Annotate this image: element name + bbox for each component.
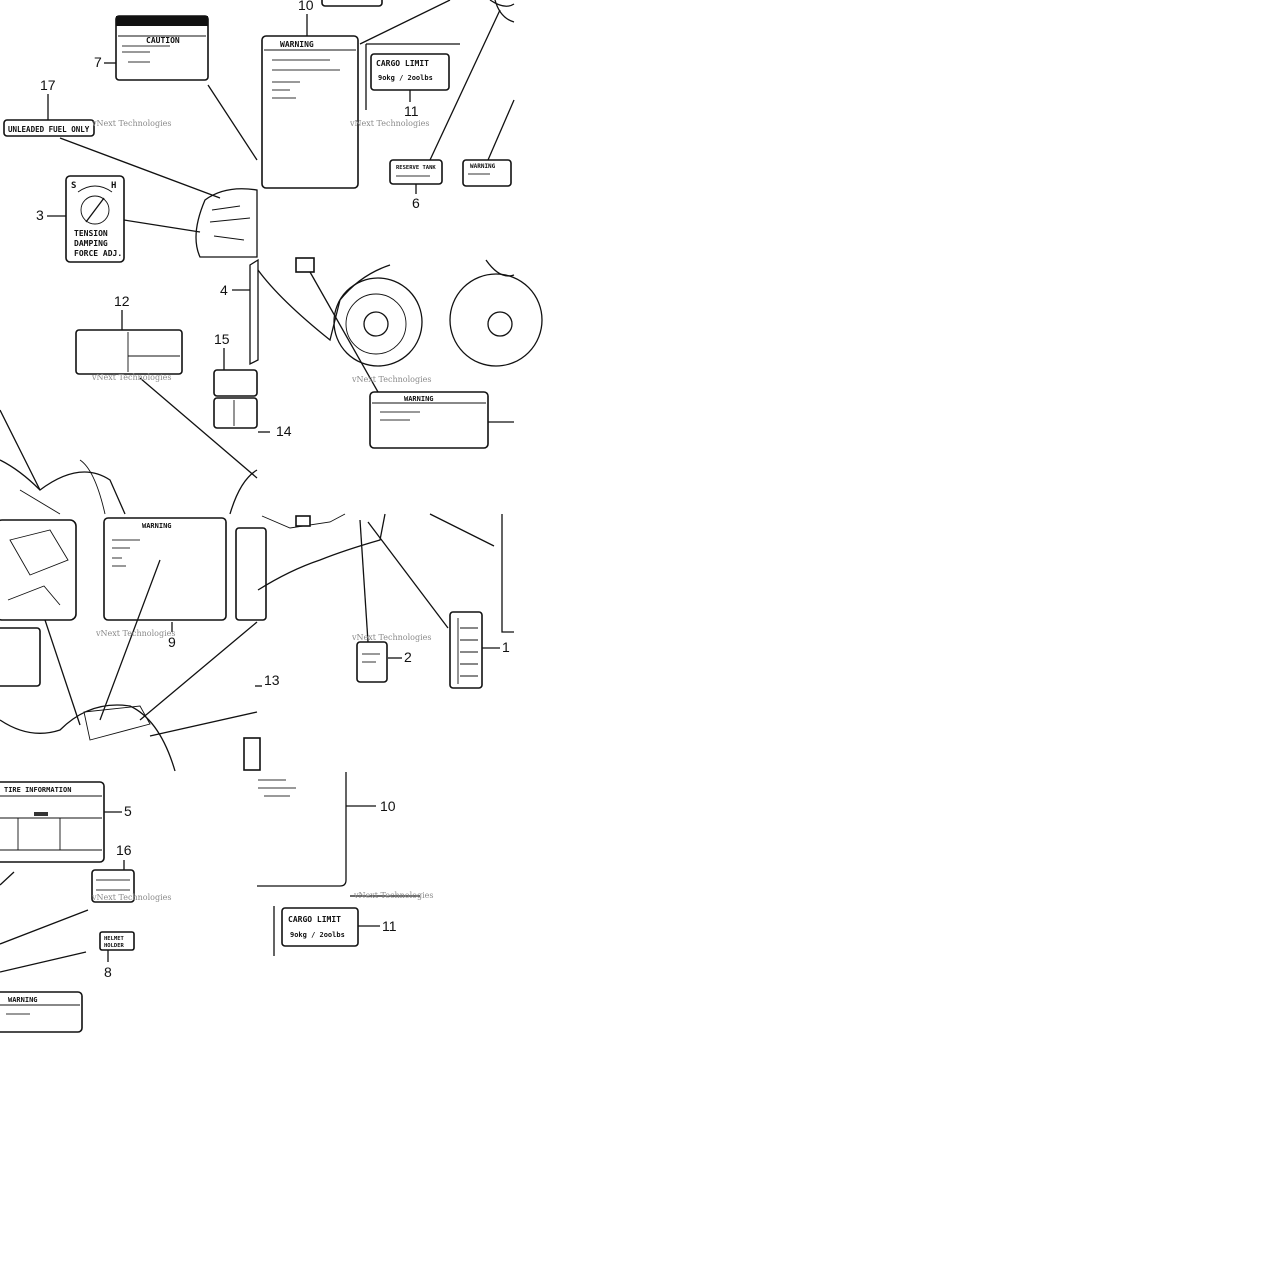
callout-5: 5 [124,803,132,819]
helmet-text: HELMET [104,936,125,942]
dial-s-text: S [71,181,76,191]
reserve-tank-text: RESERVE TANK [396,165,436,171]
callout-15: 15 [214,331,230,347]
callout-11b: 11 [382,918,397,934]
callout-17: 17 [40,77,56,93]
caution-label-text: CAUTION [146,36,180,45]
watermark: vNext Technologies [353,891,433,900]
tile-bottom-right: 10 CARGO LIMIT 9okg / 2oolbs 11 vNext Te… [257,772,433,956]
label-1[interactable] [449,611,483,689]
warning-label-lower[interactable]: WARNING [369,391,489,449]
callout-11: 11 [404,103,419,119]
tile-mid-right: 4 14 WARNING vNext Technologies [220,257,543,449]
caution-label-7[interactable]: CAUTION [115,15,209,81]
tool-kit-label[interactable] [0,519,77,621]
callout-7: 7 [94,54,102,70]
tire-information-label-5[interactable]: TIRE INFORMATION [0,781,105,863]
tile-bottom-left: TIRE INFORMATION 5 16 HELMET HOLDER 8 [0,781,171,1033]
reserve-tank-label-6[interactable]: RESERVE TANK [389,159,443,185]
tile-lower-right: 2 1 vNext Technologies [257,513,514,689]
warning-label-10[interactable]: WARNING [261,35,359,189]
callout-2: 2 [404,649,412,665]
warning-bottom-text: WARNING [8,996,38,1004]
warning-label-9-text: WARNING [142,522,172,530]
callout-8: 8 [104,964,112,980]
tile-top-left: CAUTION 7 17 UNLEADED FUEL ONLY 3 S H TE… [3,15,258,263]
warning-small-label[interactable]: WARNING [462,159,512,187]
warning-small-text: WARNING [470,163,496,170]
unleaded-label-text: UNLEADED FUEL ONLY [8,125,90,134]
callout-3: 3 [36,207,44,223]
cargo-limit-b-text: CARGO LIMIT [288,915,341,924]
cargo-limit-text: CARGO LIMIT [376,59,429,68]
label-16[interactable] [91,869,135,903]
tension-damping-label-3[interactable]: S H TENSION DAMPING FORCE ADJ. [65,175,125,263]
watermark: vNext Technologies [91,893,171,902]
watermark: vNext Technologies [91,119,171,128]
helmet-holder-label-8[interactable]: HELMET HOLDER [99,931,135,951]
callout-9: 9 [168,634,176,650]
watermark: vNext Technologies [91,373,171,382]
tire-information-text: TIRE INFORMATION [4,786,71,794]
callout-12: 12 [114,293,130,309]
cargo-limit-label-11[interactable]: CARGO LIMIT 9okg / 2oolbs [370,53,450,91]
tile-mid-left: 12 15 vNext Technologies [0,293,258,515]
warning-label-9[interactable]: WARNING [103,517,227,621]
tile-top-right: 10 WARNING CARGO LIMIT 9okg / 2oolbs 11 … [261,0,515,211]
callout-6: 6 [412,195,420,211]
warning-label-text: WARNING [280,40,314,49]
force-adj-text: FORCE ADJ. [74,249,122,258]
callout-4: 4 [220,282,228,298]
label-2[interactable] [356,641,388,683]
watermark: vNext Technologies [351,633,431,642]
watermark: vNext Technologies [349,119,429,128]
callout-1: 1 [502,639,510,655]
callout-10b: 10 [380,798,396,814]
cargo-weight-text: 9okg / 2oolbs [378,74,433,82]
unleaded-fuel-label-17[interactable]: UNLEADED FUEL ONLY [3,119,95,137]
holder-text: HOLDER [104,943,125,949]
callout-14: 14 [276,423,292,439]
warning-lower-text: WARNING [404,395,434,403]
callout-16: 16 [116,842,132,858]
label-12[interactable] [75,329,183,375]
tile-lower-left: WARNING 9 13 vNext Technologies [0,517,280,772]
damping-text: DAMPING [74,239,108,248]
cargo-weight-b-text: 9okg / 2oolbs [290,931,345,939]
tension-text: TENSION [74,229,108,238]
callout-13: 13 [264,672,280,688]
warning-label-bottom[interactable]: WARNING [0,991,83,1033]
cargo-limit-label-11b[interactable]: CARGO LIMIT 9okg / 2oolbs [281,907,359,947]
callout-10: 10 [298,0,314,13]
watermark: vNext Technologies [351,375,431,384]
dial-h-text: H [111,181,116,191]
label-15[interactable] [213,369,258,429]
watermark: vNext Technologies [95,629,175,638]
